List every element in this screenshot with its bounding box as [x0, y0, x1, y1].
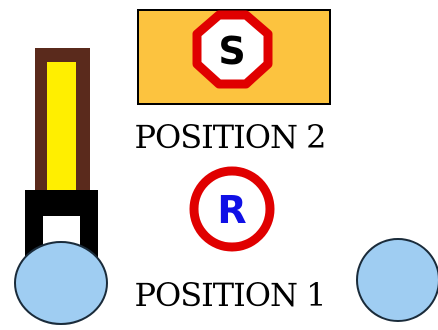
position-1-group: R POSITION 1: [134, 166, 327, 314]
position-2-group: S POSITION 2: [134, 9, 331, 156]
octagon-s-icon: [192, 10, 273, 89]
lever-window: [47, 62, 76, 190]
lever-collar: [25, 190, 98, 216]
lever-handle-icon: [25, 48, 98, 260]
position-1-label: POSITION 1: [134, 276, 325, 314]
right-ball-icon: [356, 238, 438, 322]
s-badge-letter: S: [218, 29, 245, 73]
r-badge-letter: R: [217, 188, 246, 232]
left-ball-icon: [14, 241, 108, 325]
circle-r-icon: [189, 166, 275, 252]
position-2-label: POSITION 2: [134, 118, 325, 156]
